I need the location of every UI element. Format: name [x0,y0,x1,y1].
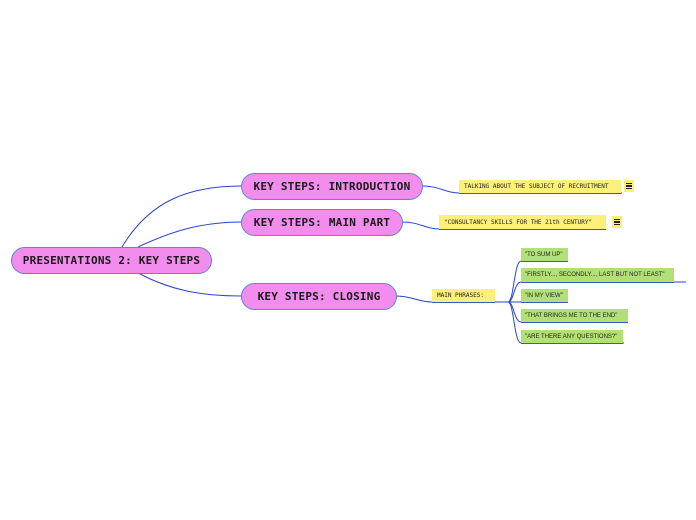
link-root-closing [137,272,243,297]
note-main-part-label: "CONSULTANCY SKILLS FOR THE 21th CENTURY… [444,218,593,226]
phrase-label: "IN MY VIEW" [525,292,563,299]
phrase-any-questions[interactable]: "ARE THERE ANY QUESTIONS?" [521,330,623,344]
note-introduction[interactable]: TALKING ABOUT THE SUBJECT OF RECRUITMENT [459,180,621,194]
root-topic[interactable]: PRESENTATIONS 2: KEY STEPS [11,247,212,274]
notes-icon[interactable] [624,180,634,192]
phrase-brings-me-to-end[interactable]: "THAT BRINGS ME TO THE END" [521,309,628,323]
topic-introduction[interactable]: KEY STEPS: INTRODUCTION [241,173,423,200]
phrase-to-sum-up[interactable]: "TO SUM UP" [521,248,568,262]
link-phrase-5 [507,301,624,344]
topic-closing[interactable]: KEY STEPS: CLOSING [241,283,397,310]
phrase-label: "TO SUM UP" [525,251,563,258]
link-phrase-1 [507,260,568,303]
link-root-main-part [137,221,243,248]
phrase-label: "FIRSTLY..., SECONDLY..., LAST BUT NOT L… [525,272,665,278]
link-phrase-2 [507,281,686,303]
topic-closing-label: KEY STEPS: CLOSING [257,290,381,303]
phrase-label: "THAT BRINGS ME TO THE END" [525,312,618,319]
notes-icon[interactable] [612,216,622,228]
phrase-firstly[interactable]: "FIRSTLY..., SECONDLY..., LAST BUT NOT L… [521,268,674,283]
note-main-part[interactable]: "CONSULTANCY SKILLS FOR THE 21th CENTURY… [439,215,606,230]
note-introduction-label: TALKING ABOUT THE SUBJECT OF RECRUITMENT [464,183,609,190]
note-main-phrases[interactable]: MAIN PHRASES: [432,289,495,303]
topic-main-part[interactable]: KEY STEPS: MAIN PART [241,209,403,236]
root-topic-label: PRESENTATIONS 2: KEY STEPS [22,254,201,267]
link-closing-note [395,295,508,303]
link-root-introduction [121,185,243,248]
topic-main-part-label: KEY STEPS: MAIN PART [253,216,391,229]
phrase-label: "ARE THERE ANY QUESTIONS?" [525,333,618,340]
phrase-in-my-view[interactable]: "IN MY VIEW" [521,289,568,303]
note-main-phrases-label: MAIN PHRASES: [437,292,484,299]
topic-introduction-label: KEY STEPS: INTRODUCTION [253,180,411,193]
